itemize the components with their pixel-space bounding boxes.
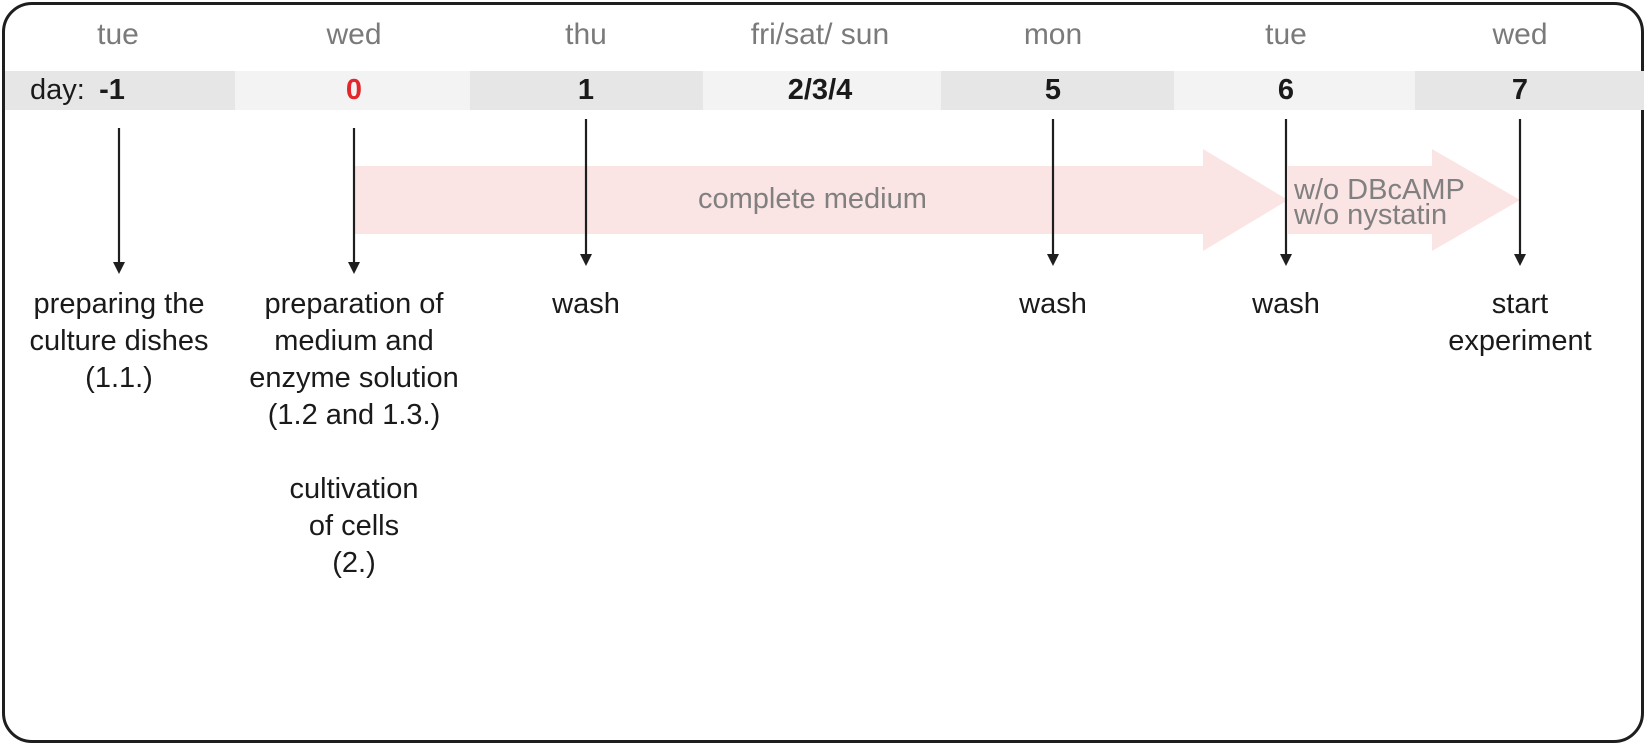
down-arrow-day-1 (580, 119, 592, 266)
weekday-label: tue (97, 18, 139, 51)
down-arrow-day-5 (1047, 119, 1059, 266)
weekday-label: wed (1492, 18, 1548, 51)
complete-medium-label: complete medium (698, 183, 927, 215)
without-nystatin-label: w/o nystatin (1294, 199, 1448, 231)
step-prepare-dishes-label: preparing the culture dishes (1.1.) (29, 288, 209, 394)
day-number: 6 (1277, 74, 1295, 106)
band-day-minus1 (5, 71, 235, 110)
day-prefix-label: day: (30, 74, 85, 106)
band-day-1 (470, 71, 703, 110)
band-day-7 (1415, 71, 1644, 110)
complete-medium-arrow (355, 149, 1288, 251)
without-supplements-arrow (1288, 149, 1520, 251)
band-day-6 (1174, 71, 1415, 110)
step-start-experiment-label: start experiment (1448, 288, 1592, 357)
step-wash-day-5-label: wash (1019, 288, 1087, 320)
step-cultivation-label: cultivation of cells (2.) (289, 473, 419, 579)
day-number: -1 (99, 74, 125, 106)
without-dbcamp-label: w/o DBcAMP (1294, 174, 1465, 206)
step-prepare-medium-label: preparation of medium and enzyme solutio… (249, 288, 459, 431)
weekday-label: wed (326, 18, 382, 51)
band-day-2-3-4 (703, 71, 941, 110)
day-number: 1 (577, 74, 595, 106)
down-arrow-day-minus1 (113, 128, 125, 274)
weekday-label: tue (1265, 18, 1307, 51)
down-arrow-day-7 (1514, 119, 1526, 266)
down-arrow-day-0 (348, 128, 360, 274)
weekday-label: mon (1023, 18, 1083, 51)
band-day-5 (941, 71, 1174, 110)
band-day-0 (235, 71, 470, 110)
day-number-highlight: 0 (345, 74, 363, 106)
day-number: 7 (1511, 74, 1529, 106)
step-wash-day-6-label: wash (1252, 288, 1320, 320)
day-number: 5 (1044, 74, 1062, 106)
weekday-label: thu (565, 18, 607, 51)
down-arrow-day-6 (1280, 119, 1292, 266)
weekday-label: fri/sat/ sun (750, 18, 890, 51)
step-wash-day-1-label: wash (552, 288, 620, 320)
day-number: 2/3/4 (787, 74, 853, 106)
